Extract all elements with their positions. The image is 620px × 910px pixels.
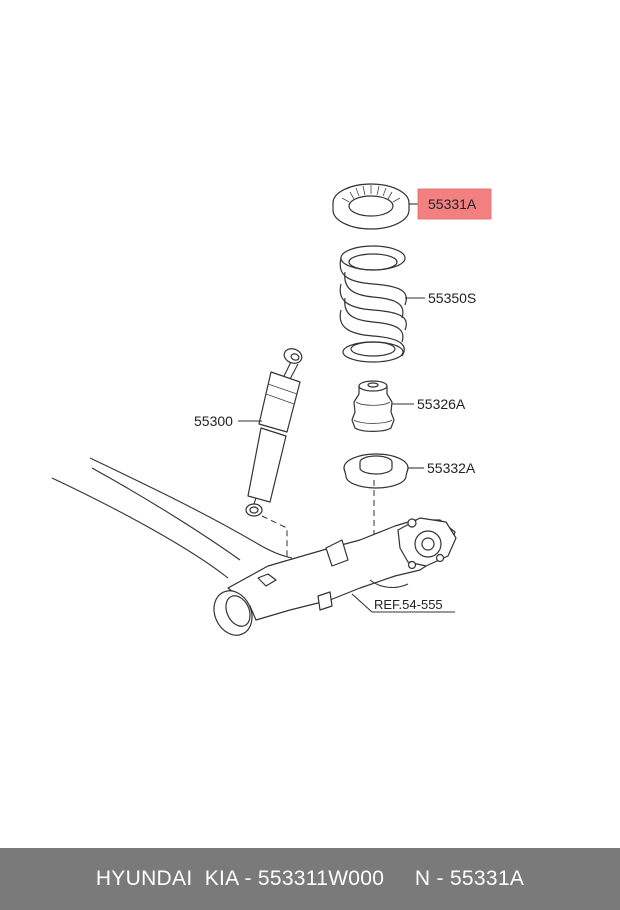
lower-spring-pad	[343, 453, 409, 489]
shock-absorber	[245, 348, 303, 517]
highlight-box	[417, 188, 492, 220]
bump-stopper	[351, 380, 395, 432]
footer-text: HYUNDAI KIA - 553311W000 N - 55331A	[95, 867, 525, 890]
label-55331A: 55331A	[428, 196, 477, 212]
rear-axle-beam	[51, 457, 457, 636]
coil-spring	[339, 245, 407, 363]
label-55350S: 55350S	[428, 290, 476, 306]
parts-diagram: 55331A 55350S 55326A 55332A	[51, 183, 492, 636]
label-reference: REF.54-555	[374, 597, 443, 612]
reference-leader	[351, 593, 455, 613]
label-55300: 55300	[194, 413, 233, 429]
alignment-line-shock	[261, 515, 288, 560]
label-55332A: 55332A	[427, 460, 476, 476]
upper-spring-pad	[332, 183, 410, 230]
label-55326A: 55326A	[417, 396, 466, 412]
footer-bar: HYUNDAI KIA - 553311W000 N - 55331A	[0, 848, 620, 910]
